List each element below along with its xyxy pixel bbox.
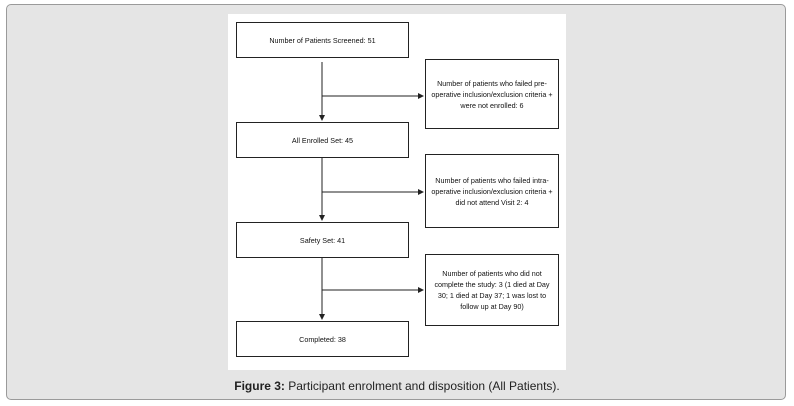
screened-box: Number of Patients Screened: 51 (236, 22, 409, 58)
not-completed-box: Number of patients who did not complete … (425, 254, 559, 326)
enrolled-box: All Enrolled Set: 45 (236, 122, 409, 158)
flowchart-panel: Number of Patients Screened: 51 All Enro… (228, 14, 566, 370)
safety-set-box: Safety Set: 41 (236, 222, 409, 258)
excluded-preop-box: Number of patients who failed pre-operat… (425, 59, 559, 129)
screened-label: Number of Patients Screened: 51 (269, 35, 376, 45)
enrolled-label: All Enrolled Set: 45 (291, 135, 354, 145)
flowchart-connectors (319, 62, 424, 320)
excluded-intraop-label: Number of patients who failed intra-oper… (431, 175, 553, 207)
caption-text: Participant enrolment and disposition (A… (284, 379, 560, 393)
completed-box: Completed: 38 (236, 321, 409, 357)
excluded-intraop-box: Number of patients who failed intra-oper… (425, 154, 559, 228)
caption-prefix: Figure 3: (234, 379, 285, 393)
completed-label: Completed: 38 (299, 334, 346, 344)
excluded-preop-label: Number of patients who failed pre-operat… (431, 78, 553, 110)
figure-caption: Figure 3: Participant enrolment and disp… (0, 379, 794, 393)
not-completed-label: Number of patients who did not complete … (434, 269, 550, 311)
safety-set-label: Safety Set: 41 (299, 235, 346, 245)
